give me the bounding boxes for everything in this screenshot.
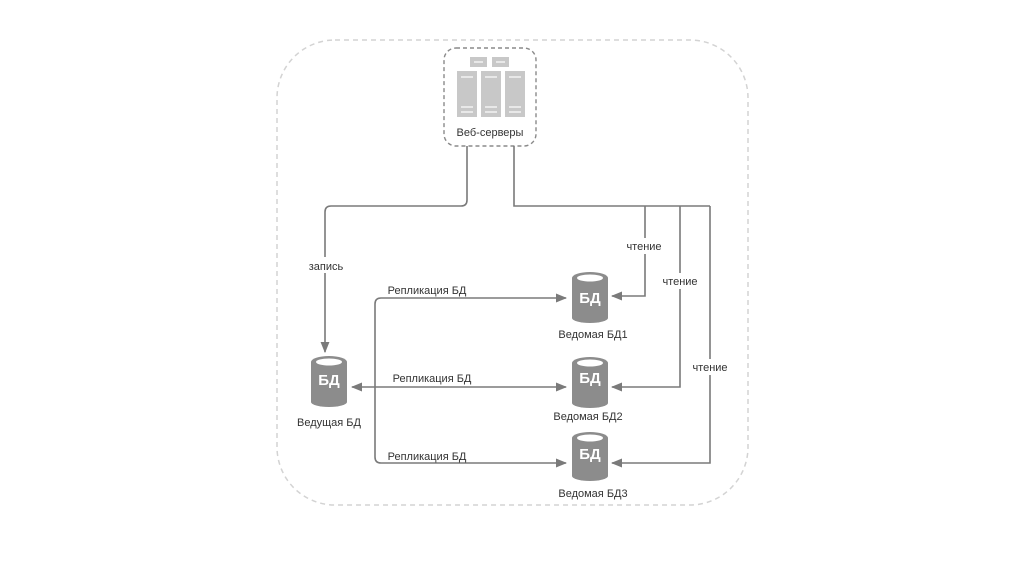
database-icon xyxy=(572,357,608,408)
slave-db-node-2[interactable]: БД Ведомая БД2 xyxy=(553,357,623,423)
slave-db-text-2: БД xyxy=(579,370,601,387)
master-db-node[interactable]: БД Ведущая БД xyxy=(297,356,362,429)
read-label-2: чтение xyxy=(662,276,697,288)
read-label-1: чтение xyxy=(626,241,661,253)
replication-label-1: Репликация БД xyxy=(388,285,467,297)
web-servers-label: Веб-серверы xyxy=(457,127,524,139)
server-rack-icon xyxy=(457,57,525,117)
master-db-text: БД xyxy=(318,372,340,389)
slave-db-text-1: БД xyxy=(579,290,601,307)
web-servers-node[interactable]: Веб-серверы xyxy=(443,47,537,147)
slave-db-node-3[interactable]: БД Ведомая БД3 xyxy=(558,432,628,500)
replication-edge-3 xyxy=(374,387,568,468)
database-icon xyxy=(572,432,608,481)
read-label-3: чтение xyxy=(692,362,727,374)
write-edge xyxy=(320,146,468,354)
replication-label-3: Репликация БД xyxy=(388,451,467,463)
replication-edge-1 xyxy=(374,293,568,387)
slave-db-node-1[interactable]: БД Ведомая БД1 xyxy=(558,272,628,341)
slave-db-label-3: Ведомая БД3 xyxy=(558,488,627,500)
write-label: запись xyxy=(309,261,344,273)
database-icon xyxy=(311,356,347,407)
slave-db-label-1: Ведомая БД1 xyxy=(558,329,627,341)
replication-label-2: Репликация БД xyxy=(393,373,472,385)
read-edge-2 xyxy=(610,206,681,392)
read-trunk xyxy=(513,146,710,207)
system-boundary xyxy=(276,39,749,506)
slave-db-text-3: БД xyxy=(579,446,601,463)
read-edge-3 xyxy=(610,206,711,468)
read-edge-1 xyxy=(610,206,646,301)
master-db-label: Ведущая БД xyxy=(297,417,362,429)
database-icon xyxy=(572,272,608,323)
slave-db-label-2: Ведомая БД2 xyxy=(553,411,622,423)
